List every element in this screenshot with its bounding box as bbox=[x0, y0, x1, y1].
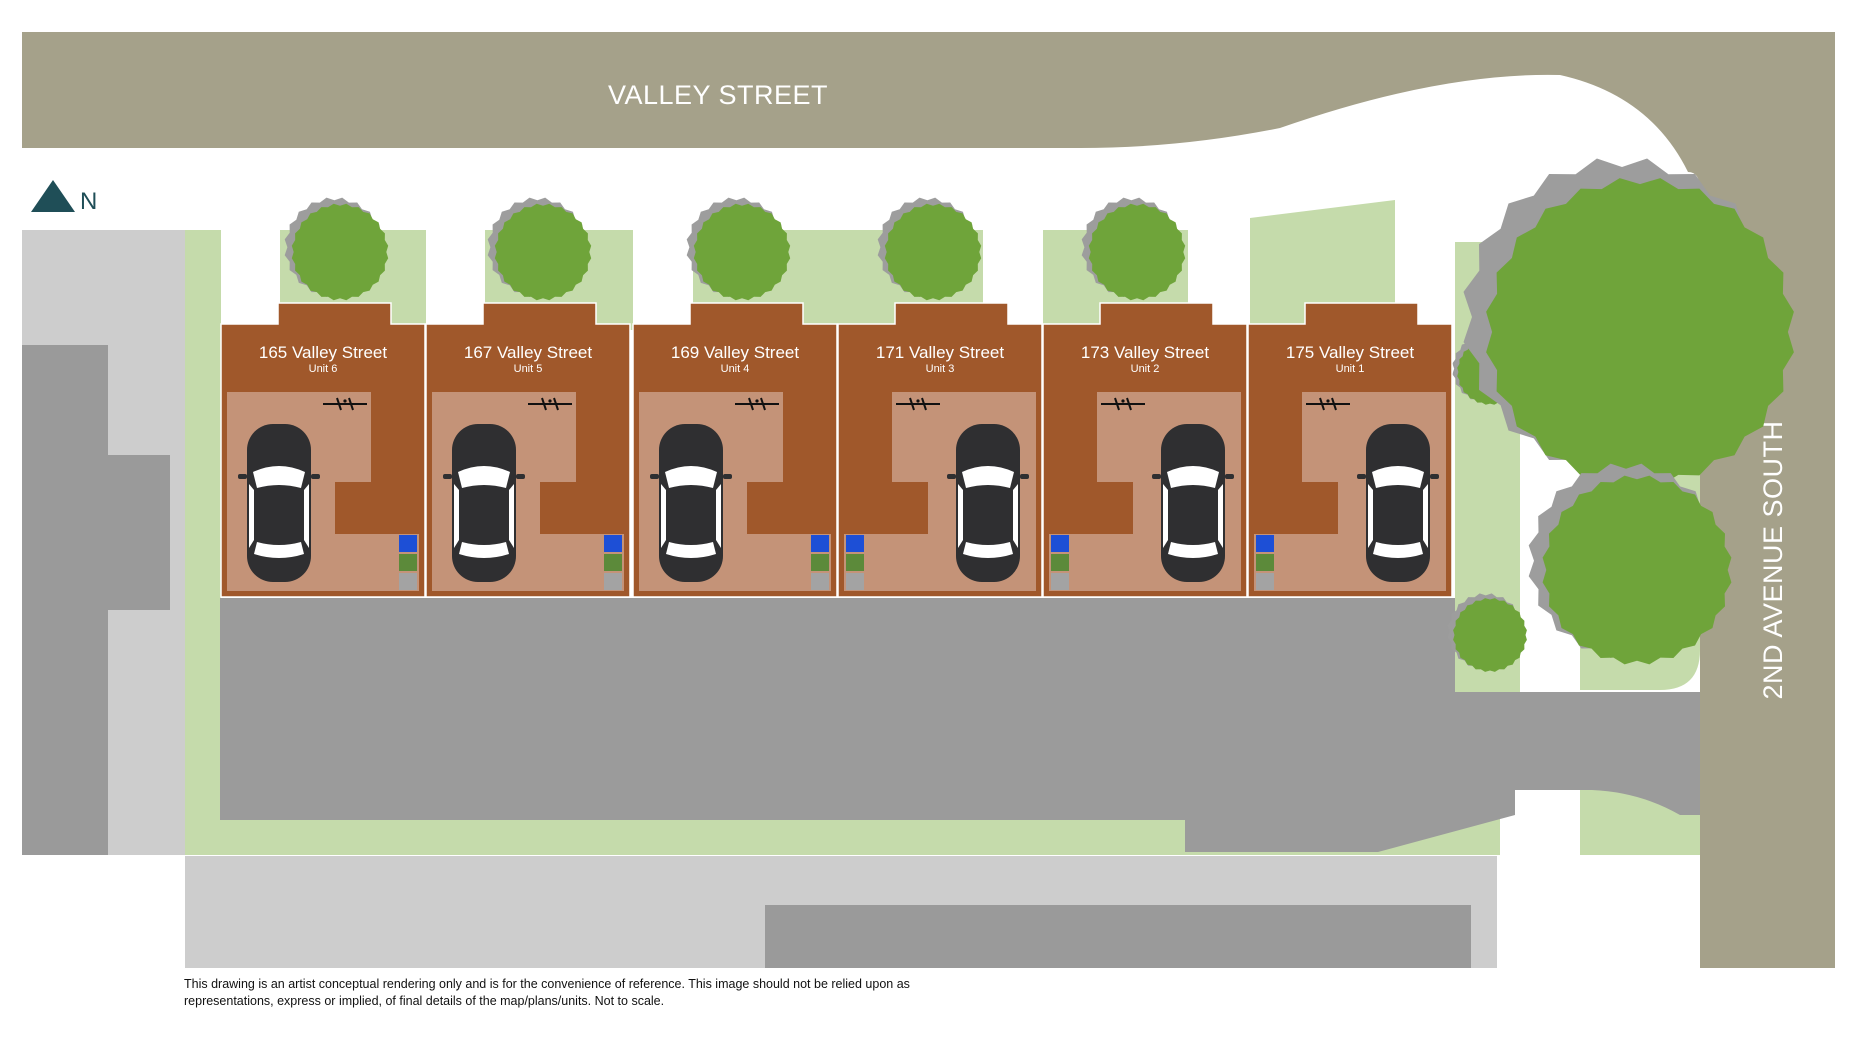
door-icon bbox=[528, 397, 572, 411]
unit-number-label: Unit 5 bbox=[514, 363, 543, 375]
trees-layer bbox=[284, 158, 1794, 672]
tree-front-2 bbox=[487, 197, 592, 301]
tree-front-2-canopy bbox=[494, 203, 592, 301]
unit-number-label: Unit 4 bbox=[721, 363, 750, 375]
bins-icon bbox=[846, 535, 864, 590]
car-icon bbox=[1152, 424, 1234, 582]
bins-icon bbox=[811, 535, 829, 590]
valley-street bbox=[22, 32, 1688, 172]
unit-address-label: 173 Valley Street bbox=[1081, 343, 1209, 362]
tree-front-5 bbox=[1081, 197, 1186, 301]
door-icon bbox=[896, 397, 940, 411]
unit-address-label: 175 Valley Street bbox=[1286, 343, 1414, 362]
garden-bin-icon bbox=[1051, 554, 1069, 571]
unit-address-label: 165 Valley Street bbox=[259, 343, 387, 362]
door-icon bbox=[1306, 397, 1350, 411]
recycle-bin-icon bbox=[399, 535, 417, 552]
recycle-bin-icon bbox=[1051, 535, 1069, 552]
tree-large-north bbox=[1463, 158, 1794, 486]
unit-address-label: 169 Valley Street bbox=[671, 343, 799, 362]
door-icon bbox=[1101, 397, 1145, 411]
tree-front-3 bbox=[686, 197, 791, 301]
car-icon bbox=[1357, 424, 1439, 582]
unit-wall bbox=[540, 482, 576, 534]
tree-front-1 bbox=[284, 197, 389, 301]
bins-icon bbox=[399, 535, 417, 590]
unit-address-label: 167 Valley Street bbox=[464, 343, 592, 362]
disclaimer-text: This drawing is an artist conceptual ren… bbox=[184, 977, 910, 1008]
tree-large-south-canopy bbox=[1542, 475, 1732, 665]
bins-icon bbox=[604, 535, 622, 590]
unit-number-label: Unit 1 bbox=[1336, 363, 1365, 375]
bins-icon bbox=[1256, 535, 1274, 590]
unit-wall bbox=[335, 482, 371, 534]
neighbor-building-west bbox=[22, 345, 170, 855]
tree-east-lower-canopy bbox=[1453, 598, 1527, 672]
trash-bin-icon bbox=[846, 573, 864, 590]
unit-wall bbox=[1097, 482, 1133, 534]
street-label-north: VALLEY STREET bbox=[608, 80, 828, 110]
tree-front-3-canopy bbox=[693, 203, 791, 301]
trash-bin-icon bbox=[811, 573, 829, 590]
car-icon bbox=[238, 424, 320, 582]
recycle-bin-icon bbox=[811, 535, 829, 552]
trash-bin-icon bbox=[1051, 573, 1069, 590]
street-label-east: 2ND AVENUE SOUTH bbox=[1758, 420, 1788, 699]
garden-bin-icon bbox=[1256, 554, 1274, 571]
recycle-bin-icon bbox=[846, 535, 864, 552]
unit-wall bbox=[747, 482, 783, 534]
unit-number-label: Unit 2 bbox=[1131, 363, 1160, 375]
garden-bin-icon bbox=[399, 554, 417, 571]
door-icon bbox=[735, 397, 779, 411]
neighbor-building-south bbox=[765, 905, 1471, 968]
trash-bin-icon bbox=[399, 573, 417, 590]
garden-bin-icon bbox=[846, 554, 864, 571]
trash-bin-icon bbox=[604, 573, 622, 590]
car-icon bbox=[443, 424, 525, 582]
unit-number-label: Unit 3 bbox=[926, 363, 955, 375]
tree-front-5-canopy bbox=[1088, 203, 1186, 301]
recycle-bin-icon bbox=[1256, 535, 1274, 552]
garden-bin-icon bbox=[811, 554, 829, 571]
unit-address-label: 171 Valley Street bbox=[876, 343, 1004, 362]
north-arrow-icon: N bbox=[31, 180, 97, 215]
door-icon bbox=[323, 397, 367, 411]
tree-front-4-canopy bbox=[884, 203, 982, 301]
unit-wall bbox=[1302, 482, 1338, 534]
unit-wall bbox=[892, 482, 928, 534]
shared-driveway bbox=[220, 598, 1700, 852]
car-icon bbox=[650, 424, 732, 582]
tree-front-1-canopy bbox=[291, 203, 389, 301]
north-label: N bbox=[80, 188, 97, 215]
tree-east-lower bbox=[1447, 593, 1527, 672]
tree-front-4 bbox=[877, 197, 982, 301]
bins-icon bbox=[1051, 535, 1069, 590]
tree-large-south bbox=[1528, 463, 1732, 665]
recycle-bin-icon bbox=[604, 535, 622, 552]
trash-bin-icon bbox=[1256, 573, 1274, 590]
car-icon bbox=[947, 424, 1029, 582]
unit-number-label: Unit 6 bbox=[309, 363, 338, 375]
lawn-west-strip bbox=[185, 230, 221, 855]
lawn-northeast-patch bbox=[1250, 200, 1395, 330]
tree-large-north-canopy bbox=[1486, 178, 1794, 486]
garden-bin-icon bbox=[604, 554, 622, 571]
